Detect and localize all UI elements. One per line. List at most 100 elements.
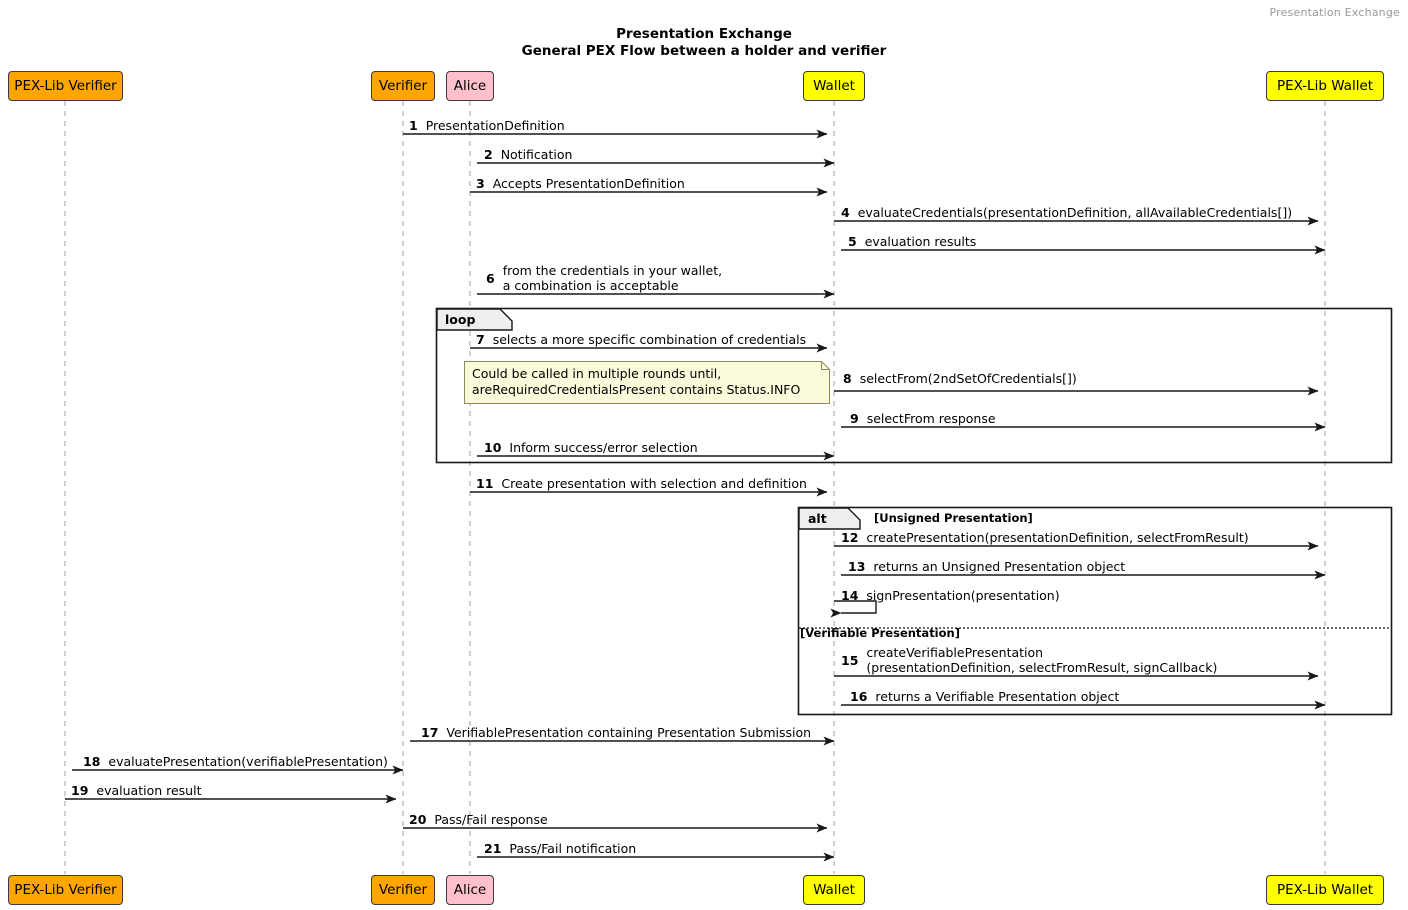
message-arrows	[65, 129, 1326, 862]
message-number: 19	[71, 783, 89, 798]
message-label-15: 15 createVerifiablePresentation (present…	[841, 645, 1217, 675]
fragment-alt-guard-1: [Unsigned Presentation]	[874, 511, 1033, 525]
arrow-msg-14-self	[830, 600, 877, 618]
message-label-10: 10 Inform success/error selection	[484, 440, 698, 455]
participant-label: PEX-Lib Verifier	[14, 882, 117, 898]
message-text: VerifiablePresentation containing Presen…	[446, 725, 812, 740]
message-text: PresentationDefinition	[425, 118, 565, 133]
message-label-2: 2 Notification	[484, 147, 572, 162]
participant-box-wallet-top[interactable]: Wallet	[803, 71, 865, 101]
message-text: evaluation result	[96, 783, 202, 798]
note-line-2: areRequiredCredentialsPresent contains S…	[472, 382, 801, 397]
watermark-label: Presentation Exchange	[1269, 6, 1400, 19]
participant-box-verifier-bottom[interactable]: Verifier	[371, 875, 435, 905]
message-number: 2	[484, 147, 493, 162]
message-text: returns a Verifiable Presentation object	[875, 689, 1120, 704]
message-label-4: 4 evaluateCredentials(presentationDefini…	[841, 205, 1292, 220]
message-number: 18	[83, 754, 101, 769]
message-label-6: 6 from the credentials in your wallet, a…	[486, 263, 722, 293]
message-number: 13	[848, 559, 866, 574]
message-text: evaluation results	[864, 234, 977, 249]
message-text: signPresentation(presentation)	[866, 588, 1060, 603]
message-label-1: 1 PresentationDefinition	[409, 118, 565, 133]
participant-label: Wallet	[813, 78, 855, 94]
participant-label: Wallet	[813, 882, 855, 898]
message-text: Pass/Fail response	[434, 812, 548, 827]
message-text: Notification	[500, 147, 573, 162]
message-text: selectFrom response	[866, 411, 996, 426]
message-text: createVerifiablePresentation	[866, 645, 1044, 660]
fragment-loop	[435, 307, 1393, 464]
message-number: 1	[409, 118, 418, 133]
participant-box-verifier-top[interactable]: Verifier	[371, 71, 435, 101]
participant-box-pexlib-wallet-bottom[interactable]: PEX-Lib Wallet	[1266, 875, 1384, 905]
message-text-line2: (presentationDefinition, selectFromResul…	[866, 660, 1218, 675]
message-number: 12	[841, 530, 859, 545]
participant-label: Alice	[453, 78, 487, 94]
message-text: Pass/Fail notification	[509, 841, 637, 856]
message-label-13: 13 returns an Unsigned Presentation obje…	[848, 559, 1125, 574]
message-label-7: 7 selects a more specific combination of…	[476, 332, 806, 347]
message-label-17: 17 VerifiablePresentation containing Pre…	[421, 725, 811, 740]
message-number: 8	[843, 371, 852, 386]
message-label-14: 14 signPresentation(presentation)	[841, 588, 1060, 603]
participant-box-pexlib-wallet-top[interactable]: PEX-Lib Wallet	[1266, 71, 1384, 101]
message-label-11: 11 Create presentation with selection an…	[476, 476, 807, 491]
message-text: returns an Unsigned Presentation object	[873, 559, 1126, 574]
message-label-12: 12 createPresentation(presentationDefini…	[841, 530, 1249, 545]
message-label-21: 21 Pass/Fail notification	[484, 841, 636, 856]
title-line-1: Presentation Exchange	[616, 26, 792, 42]
fragment-alt-guard-2: [Verifiable Presentation]	[800, 626, 960, 640]
message-text: selects a more specific combination of c…	[492, 332, 807, 347]
message-text: selectFrom(2ndSetOfCredentials[])	[859, 371, 1077, 386]
title-line-2: General PEX Flow between a holder and ve…	[521, 42, 887, 59]
message-label-3: 3 Accepts PresentationDefinition	[476, 176, 685, 191]
participant-label: PEX-Lib Wallet	[1276, 882, 1374, 898]
message-number: 21	[484, 841, 502, 856]
participant-box-pexlib-verifier-bottom[interactable]: PEX-Lib Verifier	[8, 875, 123, 905]
message-text: from the credentials in your wallet,	[502, 263, 723, 278]
message-number: 7	[476, 332, 485, 347]
message-number: 15	[841, 652, 859, 668]
message-number: 16	[850, 689, 868, 704]
note-multiple-rounds	[464, 361, 830, 404]
note-multiple-rounds-text: Could be called in multiple rounds until…	[472, 366, 800, 398]
message-label-20: 20 Pass/Fail response	[409, 812, 548, 827]
message-label-19: 19 evaluation result	[71, 783, 201, 798]
message-number: 14	[841, 588, 859, 603]
message-text: evaluateCredentials(presentationDefiniti…	[857, 205, 1293, 220]
message-number: 10	[484, 440, 502, 455]
message-text: Create presentation with selection and d…	[501, 476, 807, 491]
participant-label: Verifier	[378, 78, 428, 94]
message-label-8: 8 selectFrom(2ndSetOfCredentials[])	[843, 371, 1077, 386]
message-text: evaluatePresentation(verifiablePresentat…	[108, 754, 388, 769]
participant-box-pexlib-verifier-top[interactable]: PEX-Lib Verifier	[8, 71, 123, 101]
diagram-title: Presentation Exchange General PEX Flow b…	[0, 26, 1408, 59]
participant-label: Alice	[453, 882, 487, 898]
participant-box-wallet-bottom[interactable]: Wallet	[803, 875, 865, 905]
message-label-16: 16 returns a Verifiable Presentation obj…	[850, 689, 1119, 704]
participant-box-alice-top[interactable]: Alice	[446, 71, 494, 101]
participant-label: Verifier	[378, 882, 428, 898]
participant-box-alice-bottom[interactable]: Alice	[446, 875, 494, 905]
message-number: 17	[421, 725, 439, 740]
message-number: 6	[486, 270, 495, 286]
note-line-1: Could be called in multiple rounds until…	[472, 366, 722, 381]
message-text-line2: a combination is acceptable	[502, 278, 679, 293]
message-number: 11	[476, 476, 494, 491]
message-label-5: 5 evaluation results	[848, 234, 976, 249]
message-number: 3	[476, 176, 485, 191]
message-text: Accepts PresentationDefinition	[492, 176, 685, 191]
message-label-9: 9 selectFrom response	[850, 411, 996, 426]
participant-label: PEX-Lib Verifier	[14, 78, 117, 94]
message-number: 5	[848, 234, 857, 249]
fragment-loop-keyword: loop	[445, 312, 476, 327]
message-text: createPresentation(presentationDefinitio…	[866, 530, 1249, 545]
fragment-alt	[797, 506, 1393, 716]
message-number: 9	[850, 411, 859, 426]
fragment-alt-keyword: alt	[808, 511, 827, 526]
message-label-18: 18 evaluatePresentation(verifiablePresen…	[83, 754, 388, 769]
message-number: 20	[409, 812, 427, 827]
